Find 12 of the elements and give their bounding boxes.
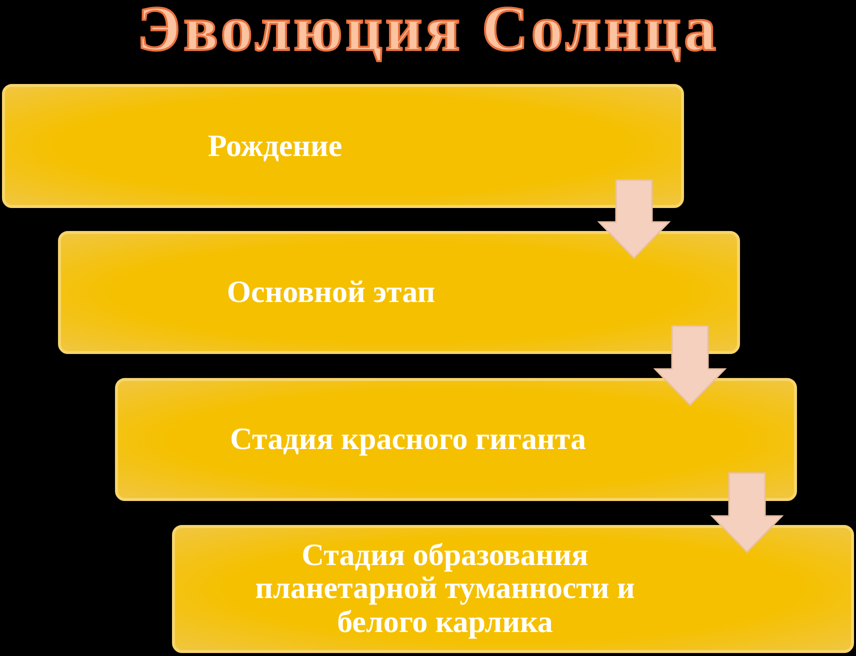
stage-label: Стадия образования планетарной туманности и белого карлика — [254, 538, 636, 638]
stage-box — [2, 84, 684, 208]
stage-label: Рождение — [206, 128, 344, 162]
down-arrow — [710, 472, 784, 554]
title: Эволюция Солнца — [136, 0, 720, 66]
stage-label: Стадия красного гиганта — [229, 422, 587, 456]
down-arrow — [653, 325, 727, 406]
down-arrow — [597, 179, 671, 260]
stage-box — [58, 231, 740, 354]
stage-box — [172, 525, 854, 653]
stage-label: Основной этап — [226, 275, 436, 308]
stage-box — [115, 378, 797, 501]
